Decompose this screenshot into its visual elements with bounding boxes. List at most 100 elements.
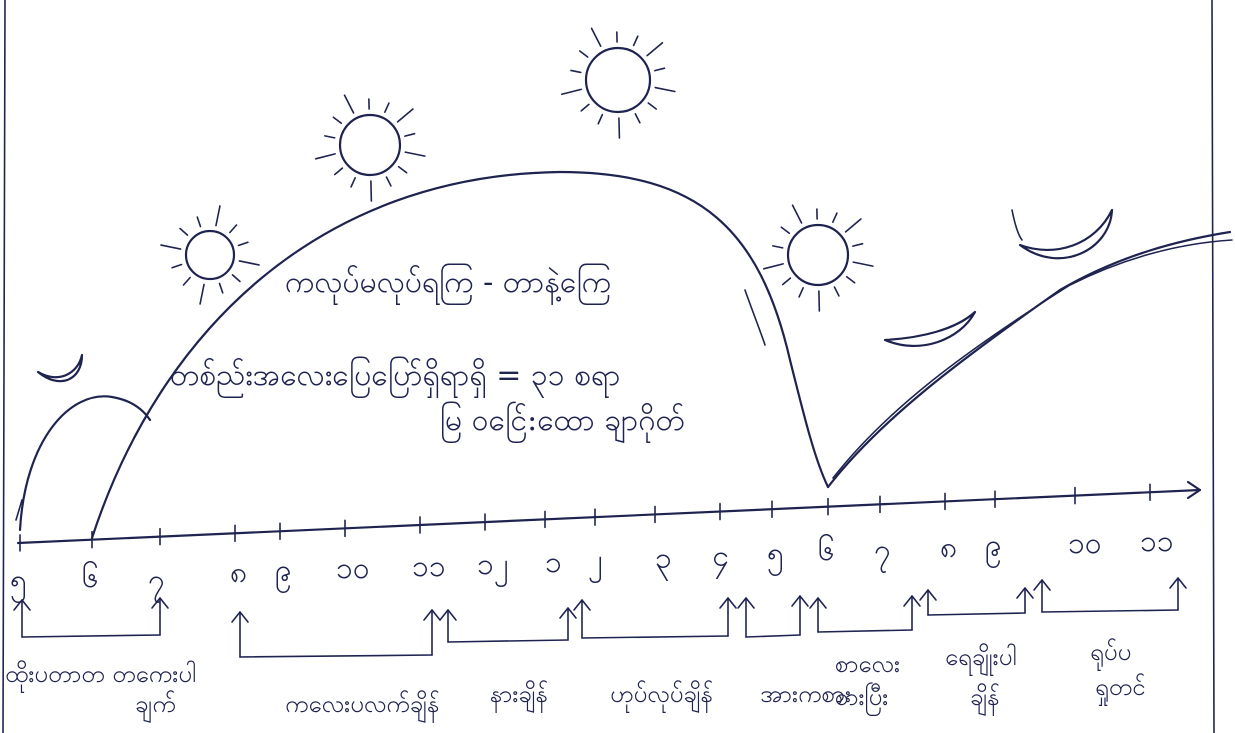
activity-caption: အားကစား (760, 680, 851, 708)
sun-ray (215, 205, 221, 227)
bracket-line (927, 612, 1026, 616)
sun-ray (324, 135, 336, 139)
sun-ray (397, 165, 408, 174)
up-arrow-icon (1169, 577, 1187, 611)
sun-ray (231, 274, 241, 283)
sun-icon (160, 205, 260, 305)
hour-label: ၁၂ (477, 547, 509, 588)
left-border-line (2, 0, 6, 733)
moon-crescent-icon (883, 310, 977, 348)
hour-label: ၅ (767, 536, 784, 577)
hour-label: ၇ (148, 563, 165, 604)
hill-base-stroke (15, 499, 23, 521)
sun-ray (781, 277, 792, 286)
sun-ray (646, 41, 664, 57)
activity-caption: စာလေး (835, 650, 900, 678)
bracket-line (817, 629, 913, 633)
chart-note-line-2: တစ်ည်းအလေးပြေပြော်ရှိရာရှိ = ၃၁ စရာ (170, 356, 621, 399)
activity-brackets (13, 577, 1187, 658)
hour-label: ၂ (588, 543, 603, 584)
hour-label: ၇ (874, 533, 891, 574)
sun-ray (332, 116, 343, 125)
sun-ray (385, 176, 392, 187)
sun-ray (654, 86, 676, 93)
sun-ray (384, 102, 390, 113)
sun-disc (184, 229, 236, 281)
chart-note-line-3: မြ ဝင်ြေ:ထော ချာဂိုတ် (440, 401, 685, 444)
evening-slope-line (826, 230, 1232, 489)
sun-ray (654, 67, 666, 72)
up-arrow-icon (423, 609, 441, 656)
activity-caption: ချိန် (970, 682, 1000, 716)
sun-ray (634, 113, 641, 124)
hour-label: ၁၁ (1140, 524, 1174, 559)
up-arrow-icon (231, 611, 249, 658)
sun-ray (570, 69, 582, 74)
sun-ray (832, 212, 838, 223)
sun-disc (786, 223, 850, 287)
sun-ray (350, 177, 356, 188)
sun-ray (160, 244, 182, 250)
sun-ray (560, 88, 582, 96)
sun-ray (182, 276, 191, 286)
sun-icon (762, 204, 874, 312)
sun-ray (632, 35, 639, 47)
sun-icon (314, 94, 426, 202)
chart-note-line-1: ကလုပ်မလုပ်ရကြ - တာနဲ့ကြေ (285, 263, 611, 306)
up-arrow-icon (719, 597, 737, 637)
sun-ray (798, 287, 804, 298)
hour-label: ၈ (940, 530, 957, 565)
up-arrow-icon (809, 597, 827, 633)
up-arrow-icon (573, 599, 591, 639)
sun-ray (772, 245, 784, 249)
hour-label: ၆ (82, 559, 99, 595)
sun-ray (833, 286, 840, 297)
activity-caption: ဟုပ်လုပ်ချိန် (610, 679, 713, 713)
up-arrow-icon (1016, 587, 1034, 614)
hour-label: ၁၀ (1068, 526, 1102, 561)
bracket-line (447, 639, 569, 643)
sun-ray (845, 275, 856, 284)
sun-ray (852, 261, 874, 267)
moon-crescent-icon (1018, 208, 1114, 260)
activity-caption: ရုပ်ပ (1090, 637, 1131, 671)
sun-ray (196, 216, 202, 228)
sun-ray (780, 226, 791, 235)
up-arrow-icon (791, 595, 809, 636)
sun-ray (852, 242, 864, 247)
activity-caption: ချက် (135, 689, 176, 723)
day-arc-curve (90, 170, 830, 540)
hour-label: ၉ (275, 553, 292, 594)
sun-ray (844, 218, 862, 233)
sun-ray (578, 50, 589, 58)
morning-hill-curve (18, 395, 152, 532)
hour-label: ၈ (230, 555, 247, 590)
hour-label: ၁၁ (412, 549, 446, 584)
evening-slope-second-line (832, 239, 1233, 479)
bracket-line (581, 635, 729, 639)
activity-captions: ထိုးပတာတ တကေးပါ ချက် ကလေးပလက်ချိန် နားချ… (5, 637, 1145, 723)
day-arc-inner-stroke (744, 289, 766, 346)
sun-ray (404, 132, 416, 137)
hour-label: ၅ (10, 563, 27, 604)
hour-labels: ၅ ၆ ၇ ၈ ၉ ၁၀ ၁၁ ၁၂ ၁ ၂ ၃ ၄ ၅ ၆ ၇ ၈ ၉ ၁၀ … (10, 524, 1174, 604)
sun-ray (218, 282, 224, 294)
bracket-line (21, 634, 161, 638)
sun-ray (791, 204, 803, 224)
timeline-axis (16, 488, 1202, 545)
activity-caption: ကလေးပလက်ချိန် (285, 689, 440, 723)
sun-ray (314, 153, 336, 160)
activity-caption: စားပြီး (835, 681, 888, 716)
hour-label: ၄ (712, 539, 729, 580)
up-arrow-icon (559, 607, 577, 641)
moon-crescent-icon (36, 353, 84, 383)
timeline-arrowhead (1186, 480, 1202, 500)
up-arrow-icon (439, 609, 457, 643)
sun-ray (647, 102, 658, 110)
activity-caption: နားချိန် (490, 679, 548, 713)
sun-ray (404, 151, 426, 157)
sun-ray (179, 227, 189, 236)
sun-ray (396, 108, 414, 123)
